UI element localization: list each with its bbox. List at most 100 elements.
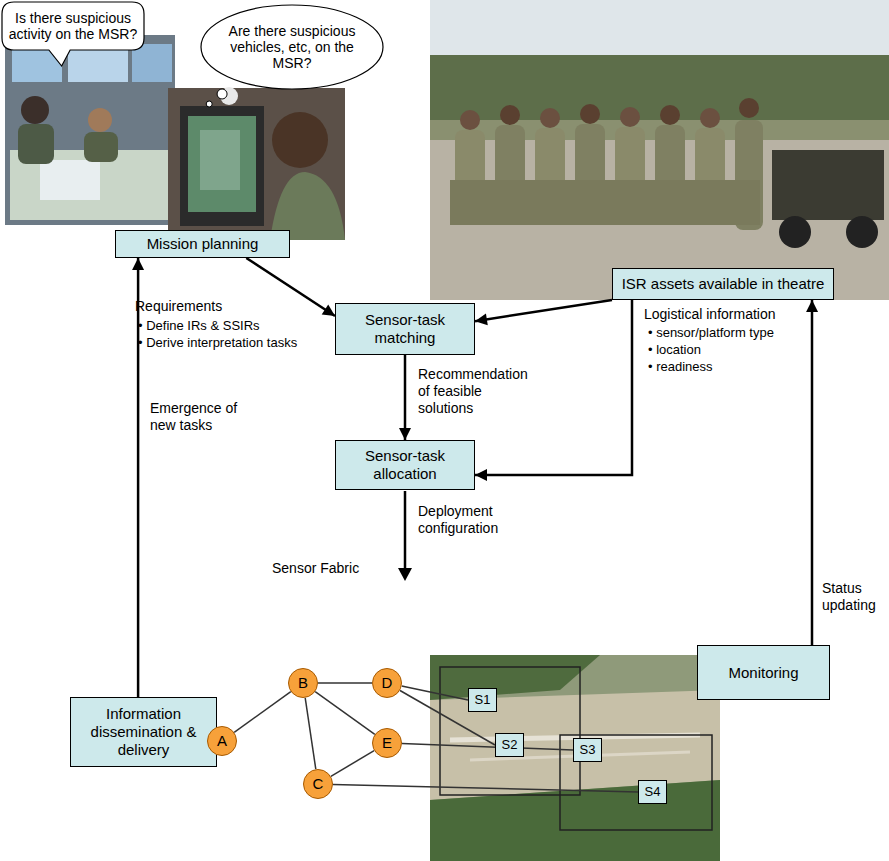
process-box: ISR assets available in theatre — [612, 268, 834, 300]
node-text: Are there suspicious vehicles, etc, on t… — [222, 23, 362, 71]
soldiers-photo-part — [540, 108, 560, 128]
sensor-box: S3 — [573, 738, 602, 762]
coverage-area-part — [440, 667, 580, 795]
sensor-box: S4 — [638, 780, 667, 804]
fabric-node: B — [288, 668, 318, 698]
control-room-photo — [5, 35, 175, 225]
connector-line — [315, 692, 375, 735]
arrow-head — [132, 258, 144, 270]
control-room-photo-part — [88, 108, 112, 132]
connector-line — [246, 258, 335, 316]
node-text: S4 — [645, 784, 661, 800]
annotation-label: • Derive interpretation tasks — [138, 335, 328, 351]
connector — [234, 692, 291, 733]
connector — [400, 691, 495, 746]
process-box: Information dissemination & delivery — [70, 697, 217, 767]
satellite-map — [430, 655, 720, 861]
node-text: Monitoring — [728, 664, 798, 682]
connector-line — [400, 691, 495, 746]
deployment-arrow-part — [398, 568, 412, 581]
process-box: Mission planning — [115, 230, 290, 258]
annotation-label: Sensor Fabric — [272, 560, 382, 577]
node-text: Sensor-task allocation — [342, 447, 468, 483]
soldiers-photo-part — [700, 108, 720, 128]
soldiers-photo-part — [739, 98, 759, 118]
deployment-arrow-part — [404, 491, 407, 569]
satellite-map-part — [430, 655, 720, 861]
annotation-label: Deployment configuration — [418, 503, 518, 537]
edge-label: Status updating — [822, 580, 886, 614]
annotation-label: • sensor/platform type — [648, 325, 804, 341]
soldier-terminal-photo-part — [188, 116, 256, 212]
connector-line — [331, 751, 374, 777]
node-text: B — [298, 674, 308, 692]
connector — [331, 751, 374, 777]
connector — [475, 300, 612, 325]
speech-outline — [2, 2, 144, 66]
connector — [305, 698, 316, 769]
connector-line — [318, 682, 372, 684]
node-text: ISR assets available in theatre — [622, 275, 825, 293]
edge-label: Requirements — [135, 298, 245, 315]
connector — [318, 683, 372, 684]
node-text: S3 — [580, 742, 596, 758]
connector-line — [234, 692, 291, 733]
connector-line — [811, 300, 814, 645]
connector — [315, 692, 375, 735]
connector — [399, 355, 411, 440]
soldiers-photo-part — [430, 55, 889, 130]
soldiers-photo-part — [846, 216, 878, 248]
fabric-node: D — [372, 668, 402, 698]
thought-bubble: Are there suspicious vehicles, etc, on t… — [200, 4, 384, 90]
connector-line — [402, 744, 573, 750]
soldiers-photo-part — [620, 107, 640, 127]
satellite-map-part — [430, 655, 600, 700]
soldier-terminal-photo-part — [272, 112, 328, 168]
thought-outline — [201, 5, 383, 89]
process-box: Sensor-task allocation — [335, 440, 475, 490]
process-box: Monitoring — [697, 645, 830, 700]
soldier-terminal-photo — [168, 87, 345, 240]
process-box: Sensor-task matching — [335, 303, 475, 355]
soldiers-photo-part — [500, 105, 520, 125]
connector — [806, 300, 818, 645]
thought-dot — [206, 101, 212, 107]
node-text: Mission planning — [147, 235, 259, 253]
connector — [402, 744, 573, 750]
arrow-head — [475, 313, 488, 325]
soldiers-photo — [430, 0, 889, 300]
annotation-label: • Define IRs & SSIRs — [138, 318, 328, 334]
soldiers-photo-part — [772, 150, 884, 220]
coverage-area — [440, 667, 712, 830]
fabric-node: C — [303, 769, 333, 799]
arrow-head — [322, 304, 335, 316]
node-text: S2 — [502, 737, 518, 753]
connector-line — [404, 355, 407, 440]
thought-dot — [217, 89, 227, 99]
connector — [333, 784, 638, 792]
node-text: E — [382, 734, 392, 752]
node-text: Sensor-task matching — [342, 311, 468, 347]
connector — [246, 258, 335, 316]
soldiers-photo-part — [580, 104, 600, 124]
soldiers-photo-part — [430, 0, 889, 60]
speech-bubble: Is there suspicious activity on the MSR? — [2, 2, 144, 50]
control-room-photo-part — [40, 160, 100, 200]
connector-line — [475, 300, 612, 321]
connector-line — [305, 698, 316, 769]
soldier-terminal-photo-part — [180, 106, 264, 226]
annotation-label: • readiness — [648, 359, 804, 375]
soldier-terminal-photo-part — [168, 88, 345, 240]
connector-line — [333, 784, 638, 792]
control-room-photo-part — [21, 96, 49, 124]
connector-line — [475, 300, 632, 475]
node-text: D — [382, 674, 393, 692]
fabric-node: A — [207, 726, 237, 756]
deployment-arrow — [398, 491, 412, 581]
node-text: Information dissemination & delivery — [77, 705, 210, 759]
soldiers-photo-part — [460, 110, 480, 130]
control-room-photo-part — [132, 44, 172, 82]
node-text: S1 — [475, 692, 491, 708]
connector — [475, 300, 632, 481]
